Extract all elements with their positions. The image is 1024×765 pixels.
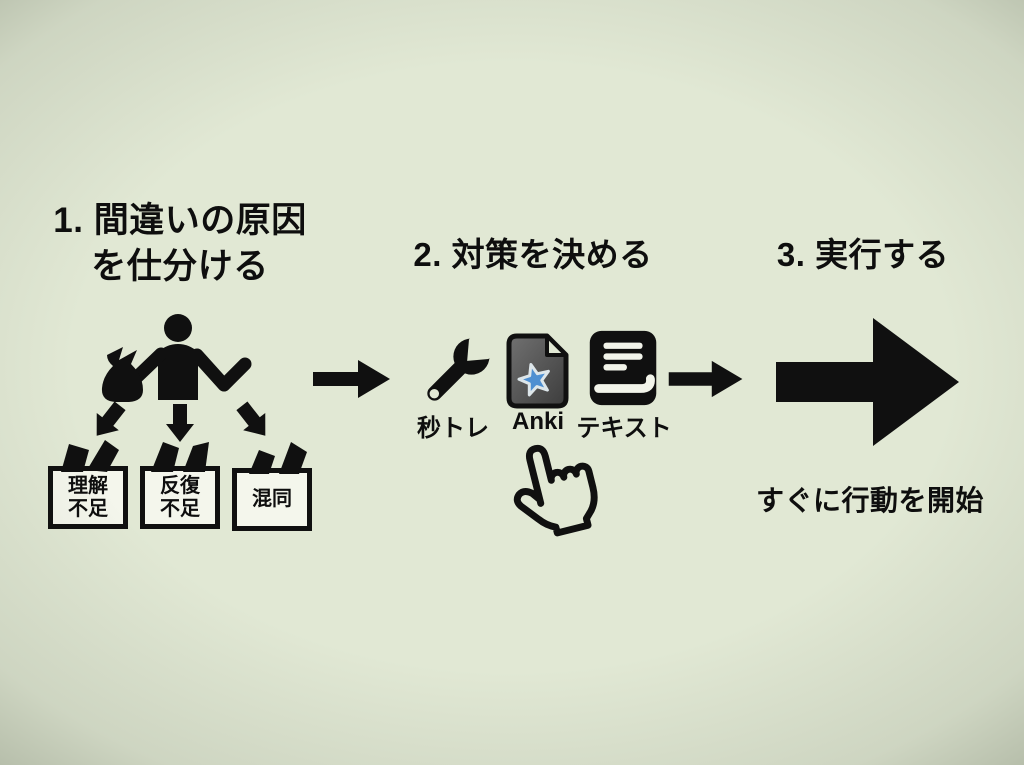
bin-confusion-label: 混同 <box>252 488 292 510</box>
right-arrow-icon <box>313 360 390 398</box>
step2-title: 2. 対策を決める <box>413 236 653 273</box>
person-head <box>164 314 192 342</box>
step3-title: 3. 実行する <box>776 236 950 273</box>
bag-icon <box>101 347 143 402</box>
sort-arrow-right-icon <box>236 401 266 436</box>
step1-title-line2: を仕分ける <box>91 246 269 286</box>
person-torso <box>158 344 198 400</box>
anki-star <box>517 363 550 397</box>
bin-repetition-label: 反復 不足 <box>160 474 200 520</box>
sorted-cards-icon <box>61 440 119 472</box>
bin-understanding-label: 理解 不足 <box>68 474 108 520</box>
person-left-arm <box>129 347 168 385</box>
right-arrow-icon <box>668 360 743 398</box>
sorted-cards-icon <box>249 442 307 474</box>
tool2-label: Anki <box>511 408 564 435</box>
tool1-label: 秒トレ <box>417 415 489 442</box>
sort-arrow-middle-icon <box>166 404 194 442</box>
person-sorting-icon <box>96 314 266 442</box>
sort-arrow-left-icon <box>96 401 126 436</box>
bin-understanding: 理解 不足 <box>48 440 128 529</box>
step1-title-line1: 1. 間違いの原因 <box>53 201 307 240</box>
bin-repetition: 反復 不足 <box>140 442 220 529</box>
big-right-arrow-icon <box>776 318 959 446</box>
hand-pointer-icon <box>513 444 598 537</box>
tool3-label: テキスト <box>576 415 672 442</box>
textbook-icon <box>589 330 657 406</box>
step1-title: 1. 間違いの原因 を仕分ける <box>30 198 330 289</box>
person-right-arm <box>190 348 252 392</box>
anki-file-icon <box>506 333 569 409</box>
bin-confusion: 混同 <box>232 442 312 531</box>
action-note: すぐに行動を開始 <box>755 485 984 516</box>
sorted-cards-icon <box>151 442 209 472</box>
wrench-icon <box>427 330 498 401</box>
